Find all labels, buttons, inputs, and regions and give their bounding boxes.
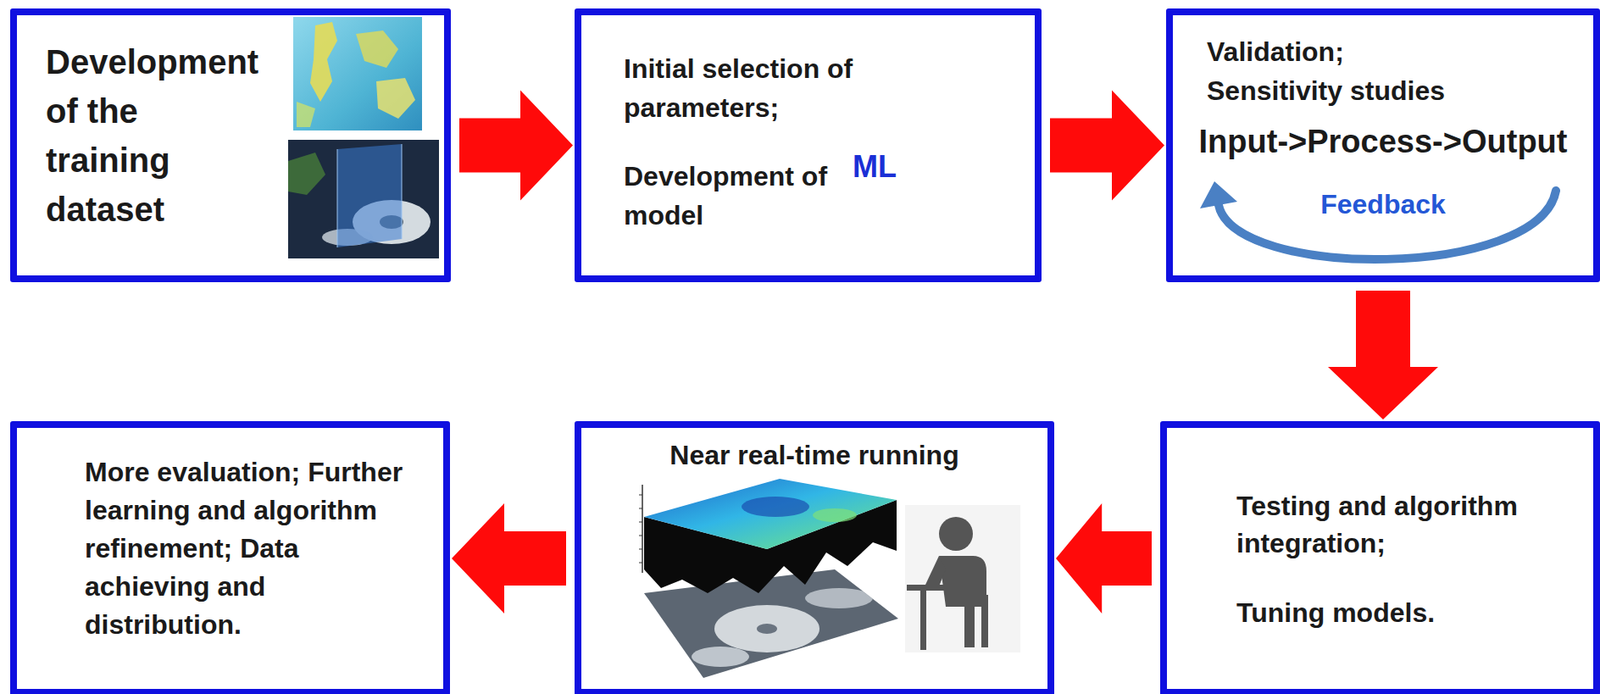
box-text: Testing and algorithm integration; [1236, 487, 1576, 562]
process-box: Validation; Sensitivity studiesInput->Pr… [1166, 8, 1600, 283]
process-box: More evaluation; Further learning and al… [10, 421, 450, 694]
text-row: Development ofML [623, 155, 1035, 196]
box-text: Initial selection of parameters; [623, 49, 904, 128]
box-subtext: Input->Process->Output [1199, 122, 1568, 162]
process-box: Testing and algorithm integration; Tuning… [1160, 421, 1600, 694]
process-box: Development of the training dataset [10, 8, 451, 283]
box-subtext: ML [852, 147, 897, 187]
box-text: More evaluation; Further learning and al… [84, 453, 407, 645]
block-arrow [1327, 290, 1439, 420]
block-arrow [459, 90, 573, 201]
box-text: Near real-time running [669, 438, 959, 473]
box-subtext: Feedback [1320, 184, 1446, 224]
block-arrow [1050, 90, 1165, 201]
box-text: Validation; Sensitivity studies [1206, 32, 1487, 111]
person-icon [905, 505, 1021, 653]
surface-plot [638, 478, 899, 678]
process-box: Near real-time running [574, 421, 1055, 694]
box-text: Development of the training dataset [45, 37, 268, 234]
block-arrow [451, 503, 567, 614]
box-subtext: Tuning models. [1236, 594, 1594, 632]
box-subtext: model [623, 195, 1035, 235]
box-subtext: Development of [623, 156, 828, 196]
block-arrow [1055, 503, 1152, 614]
satellite-image [288, 139, 439, 259]
feedback-arc [1200, 181, 1556, 260]
process-box: Initial selection of parameters; Developm… [574, 8, 1042, 283]
map-image [293, 16, 423, 131]
